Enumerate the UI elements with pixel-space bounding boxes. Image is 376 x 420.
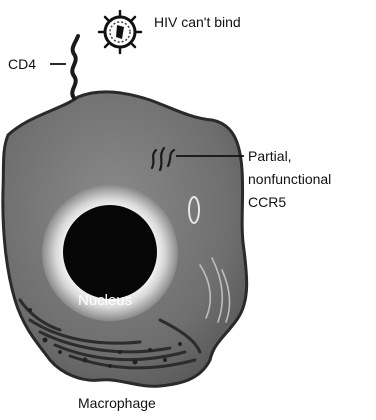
nucleus <box>63 205 157 299</box>
macrophage-label: Macrophage <box>78 395 156 411</box>
ccr5-label-line1: Partial, <box>248 148 292 164</box>
hiv-virus-icon <box>99 11 141 53</box>
cd4-receptor-icon <box>72 36 78 98</box>
ccr5-label-line3: CCR5 <box>248 194 286 210</box>
hiv-label: HIV can't bind <box>154 14 241 30</box>
cd4-label: CD4 <box>8 56 36 72</box>
nucleus-label: Nucleus <box>78 292 132 309</box>
ccr5-label-line2: nonfunctional <box>248 171 331 187</box>
